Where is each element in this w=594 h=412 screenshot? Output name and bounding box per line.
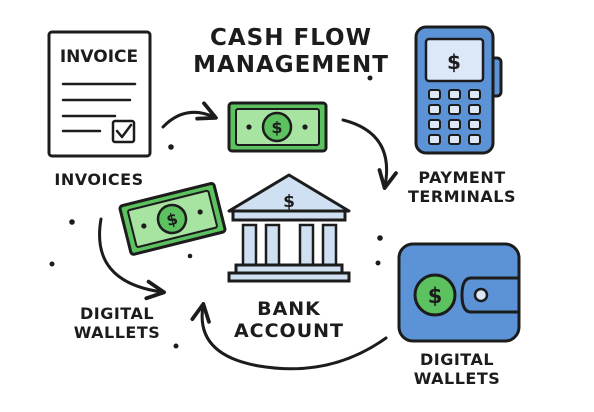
title-line-2: MANAGEMENT (193, 52, 389, 79)
coin-icon (413, 273, 457, 317)
dollar-sign: $ (428, 284, 443, 308)
label-digital-wallets-left: DIGITAL WALLETS (73, 304, 161, 342)
arrow-wallet-to-bank (190, 302, 388, 371)
dollar-sign: $ (283, 192, 295, 212)
payment-terminal-icon: $ (414, 25, 503, 155)
dollar-sign: $ (271, 118, 282, 137)
bank-building-icon: $ (227, 173, 351, 283)
cash-bill-tilted-icon: $ (118, 182, 227, 256)
terminal-keypad (428, 89, 481, 145)
terminal-screen (424, 37, 485, 83)
arrow-invoices-to-cash (161, 101, 218, 129)
checkmark-icon (115, 123, 133, 139)
flow-arrows (98, 101, 398, 371)
cash-bill-icon: $ (227, 101, 328, 153)
label-bank-account: BANK ACCOUNT (233, 298, 345, 343)
diagram-title: CASH FLOW MANAGEMENT (176, 25, 406, 79)
dollar-sign: $ (447, 50, 461, 74)
label-payment-terminals: PAYMENT TERMINALS (407, 168, 517, 206)
wallet-icon: $ (397, 242, 521, 343)
decorative-dots (49, 75, 383, 349)
arrow-cash-to-terminals (341, 118, 398, 190)
dollar-sign: $ (164, 209, 179, 230)
label-digital-wallets-right: DIGITAL WALLETS (413, 350, 501, 388)
arrow-left-curve (98, 217, 166, 301)
title-line-1: CASH FLOW (210, 25, 372, 51)
invoice-document-icon: INVOICE (47, 30, 152, 158)
label-invoices: INVOICES (54, 170, 144, 189)
invoice-heading: INVOICE (60, 47, 138, 67)
